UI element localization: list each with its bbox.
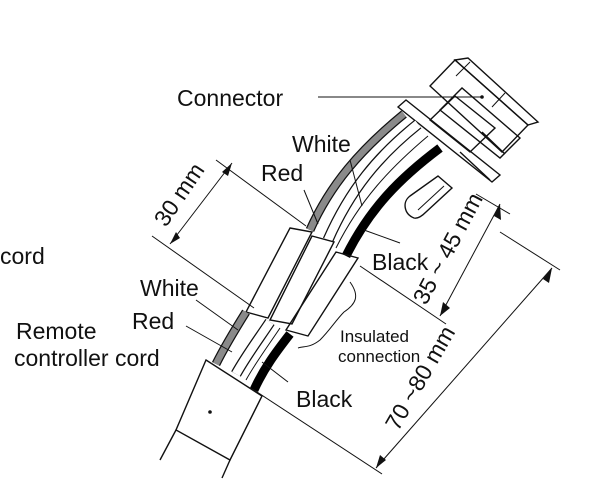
remote-controller-label-line1: Remote [16, 318, 97, 344]
white-wire-label-bottom: White [140, 275, 199, 301]
connector-housing [396, 57, 540, 219]
dimension-30mm [151, 159, 307, 309]
insulated-connection-label-line2: connection [338, 347, 420, 366]
leader-lines [185, 95, 484, 383]
white-wire-label-top: White [292, 131, 351, 157]
dimension-35-45mm [359, 193, 511, 325]
red-wire-label-top: Red [261, 160, 303, 186]
upper-wires [305, 110, 443, 259]
connector-label: Connector [177, 85, 283, 111]
red-wire-label-bottom: Red [132, 308, 174, 334]
black-wire-label-top: Black [372, 249, 429, 275]
insulated-connections [244, 227, 360, 337]
dimension-30mm-label: 30 mm [149, 158, 210, 231]
insulated-connection-label-line1: Insulated [340, 327, 409, 346]
cord-partial-label: cord [0, 243, 45, 269]
black-wire-label-bottom: Black [296, 386, 353, 412]
remote-controller-label-line2: controller cord [14, 345, 160, 371]
remote-controller-cord-jacket [159, 358, 263, 479]
dimension-70-80mm [253, 231, 561, 475]
lower-wires [211, 309, 294, 392]
